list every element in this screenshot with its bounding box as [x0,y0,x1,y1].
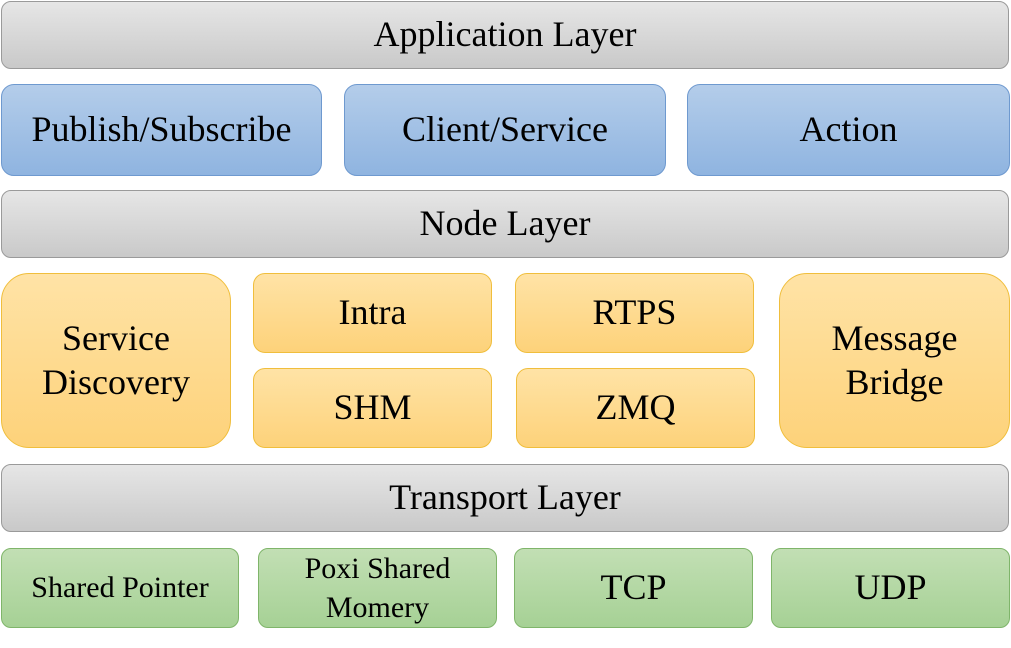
poxi-shared-memory-label-line2: Momery [325,591,430,624]
message-bridge-label-line2: Bridge [845,361,944,402]
service-discovery-label-line2: Discovery [42,361,190,402]
publish-subscribe-label: Publish/Subscribe [31,109,292,150]
node-layer-bar: Node Layer [1,190,1009,258]
application-layer-label: Application Layer [373,14,637,55]
message-bridge-label-line1: Message [831,318,958,359]
intra-label: Intra [338,292,407,333]
zmq-box: ZMQ [516,368,755,448]
transport-layer-bar: Transport Layer [1,464,1009,532]
service-discovery-box: Service Discovery [1,273,231,448]
tcp-label: TCP [600,567,667,608]
zmq-label: ZMQ [595,387,676,428]
action-box: Action [687,84,1010,176]
tcp-box: TCP [514,548,753,628]
rtps-label: RTPS [592,292,677,333]
client-service-box: Client/Service [344,84,666,176]
shared-pointer-box: Shared Pointer [1,548,239,628]
poxi-shared-memory-box: Poxi Shared Momery [258,548,497,628]
udp-label: UDP [854,567,927,608]
shared-pointer-label: Shared Pointer [31,571,209,604]
service-discovery-label-line1: Service [62,318,170,359]
udp-box: UDP [771,548,1010,628]
application-layer-bar: Application Layer [1,1,1009,69]
shm-box: SHM [253,368,492,448]
rtps-box: RTPS [515,273,754,353]
transport-layer-label: Transport Layer [389,477,621,518]
intra-box: Intra [253,273,492,353]
publish-subscribe-box: Publish/Subscribe [1,84,322,176]
poxi-shared-memory-label-line1: Poxi Shared [304,552,451,585]
client-service-label: Client/Service [402,109,608,150]
action-label: Action [799,109,898,150]
shm-label: SHM [333,387,412,428]
node-layer-label: Node Layer [419,203,591,244]
message-bridge-box: Message Bridge [779,273,1010,448]
